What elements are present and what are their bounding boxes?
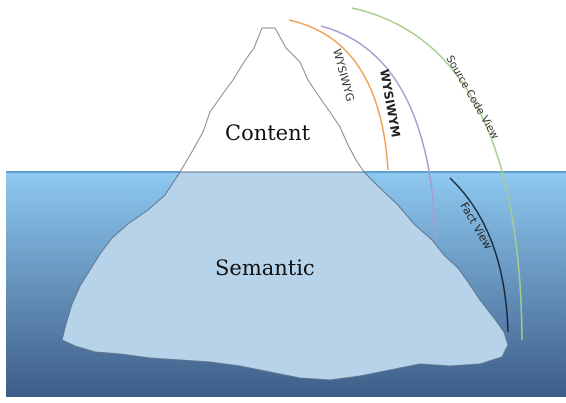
wysiwym-label: WYSIWYM xyxy=(377,68,403,138)
iceberg-body xyxy=(61,171,509,381)
semantic-label: Semantic xyxy=(215,256,315,280)
wysiwym-arc xyxy=(320,25,437,243)
wysiwyg-label: WYSIWYG xyxy=(330,47,357,102)
source-code-view-arc xyxy=(351,7,523,341)
content-label: Content xyxy=(225,121,311,145)
iceberg-tip xyxy=(179,27,365,173)
wysiwyg-arc xyxy=(288,19,389,171)
fact-view-arc xyxy=(449,177,509,333)
source-code-view-label: Source Code View xyxy=(443,54,501,142)
